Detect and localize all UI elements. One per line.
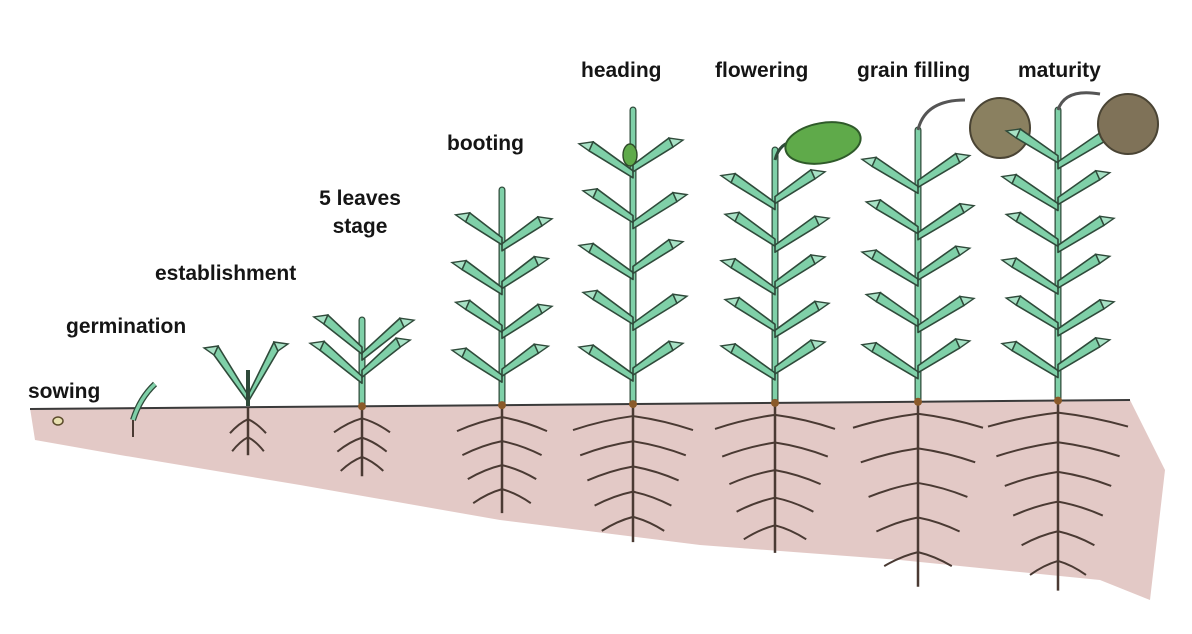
leaf (731, 259, 775, 295)
leaf (248, 342, 278, 402)
leaf (593, 189, 633, 223)
crown (914, 398, 922, 406)
leaf (1012, 175, 1058, 211)
leaf (589, 243, 633, 279)
label-sowing: sowing (28, 378, 100, 406)
leaf (502, 344, 538, 376)
leaf (775, 255, 815, 289)
leaf (1058, 254, 1100, 288)
leaf (633, 341, 673, 375)
leaf (1058, 338, 1100, 372)
seed (53, 417, 63, 425)
soil-layer (30, 400, 1165, 600)
leaf (1058, 133, 1104, 169)
leaf (1058, 216, 1104, 252)
leaf (462, 261, 502, 295)
label-germination: germination (66, 313, 186, 341)
leaf (502, 217, 542, 251)
leaf (466, 300, 502, 332)
leaf (775, 216, 819, 252)
leaf (918, 339, 960, 373)
leaf (918, 246, 960, 280)
crown (771, 399, 779, 407)
leaf (1058, 171, 1100, 205)
leaf (775, 170, 815, 204)
label-flowering: flowering (715, 57, 808, 85)
plant-flowering (721, 117, 864, 407)
crown (1054, 397, 1062, 405)
crown (498, 401, 506, 409)
leaf (214, 346, 248, 402)
leaf (918, 154, 960, 188)
ripe-head (1098, 94, 1158, 154)
leaf (1058, 300, 1104, 336)
leaf (466, 213, 502, 245)
emerging-head (623, 144, 637, 166)
leaf (633, 240, 673, 274)
leaf (872, 250, 918, 286)
label-booting: booting (447, 130, 524, 158)
leaf (735, 298, 775, 332)
grain-head (970, 98, 1030, 158)
peduncle (918, 100, 965, 130)
leaf (1016, 212, 1058, 246)
label-establishment: establishment (155, 260, 296, 288)
peduncle (1058, 93, 1100, 110)
leaf (735, 212, 775, 246)
crown (358, 402, 366, 410)
leaf (502, 257, 538, 289)
crown (629, 400, 637, 408)
plant-heading (579, 110, 687, 408)
flowering-head (782, 117, 864, 170)
leaf (462, 348, 502, 382)
label-grain-filling: grain filling (857, 57, 970, 85)
leaf (775, 301, 819, 337)
label-heading: heading (581, 57, 662, 85)
leaf (872, 157, 918, 193)
label-maturity: maturity (1018, 57, 1101, 85)
leaf (918, 296, 964, 332)
plant-maturity (1002, 93, 1158, 405)
label-five-leaves-stage: 5 leaves stage (300, 185, 420, 241)
leaf (633, 193, 677, 229)
plant-establishment (204, 342, 288, 406)
leaf (876, 200, 918, 234)
leaf (731, 344, 775, 380)
leaf (876, 293, 918, 327)
leaf (1012, 342, 1058, 378)
leaf (872, 343, 918, 379)
soil-area (30, 400, 1165, 600)
leaf (775, 340, 815, 374)
leaf (1016, 296, 1058, 330)
leaf (589, 345, 633, 381)
leaf (731, 174, 775, 210)
leaf (918, 204, 964, 240)
leaf (633, 138, 673, 172)
plant-grain-filling (862, 98, 1030, 406)
plant-booting (452, 190, 552, 409)
leaf (1012, 258, 1058, 294)
plant-five-leaves (310, 315, 414, 410)
leaf (633, 294, 677, 330)
leaf (593, 290, 633, 324)
leaf (502, 304, 542, 338)
